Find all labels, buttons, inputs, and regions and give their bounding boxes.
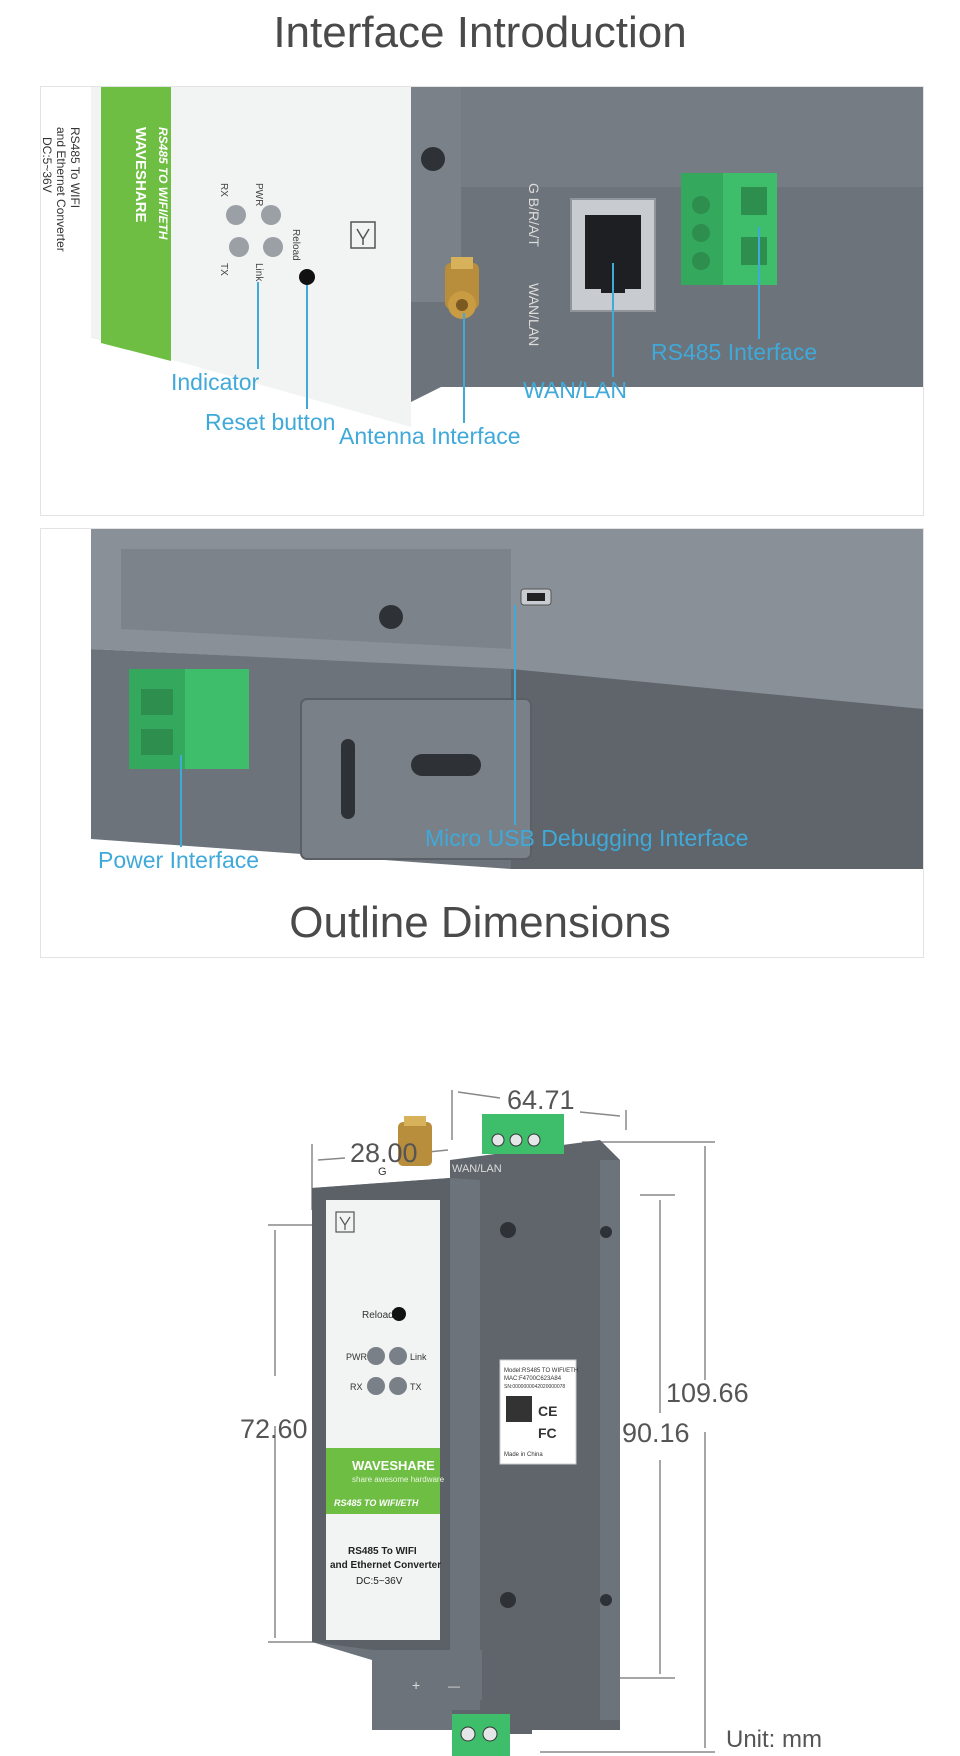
dim-width-side: 28.00 (350, 1138, 418, 1168)
antenna-icon (350, 221, 376, 249)
interface-panel-top: WAVESHARE RS485 TO WIFI/ETH RS485 To WIF… (40, 86, 924, 516)
reload-button (392, 1307, 406, 1321)
label-model: Model:RS485 TO WIFI/ETH (504, 1368, 578, 1374)
screw-hole (421, 147, 445, 171)
device-top-illustration: WAVESHARE RS485 TO WIFI/ETH RS485 To WIF… (41, 87, 923, 427)
g-label: G (378, 1166, 387, 1178)
led-pwr-2 (367, 1347, 385, 1365)
qr-code-icon (506, 1396, 532, 1422)
led-rx (226, 205, 246, 225)
wan-label: WAN/LAN (526, 283, 542, 346)
power-callout: Power Interface (98, 847, 260, 873)
usb-callout: Micro USB Debugging Interface (425, 825, 749, 851)
power-text-2: DC:5~36V (356, 1576, 403, 1587)
pwr-label-2: PWR (346, 1352, 367, 1362)
reset-callout: Reset button (205, 409, 336, 435)
ce-mark-icon: CE (538, 1403, 557, 1419)
led-tx-2 (389, 1377, 407, 1395)
minus-label: — (448, 1679, 460, 1693)
tagline-text: share awesome hardware (352, 1475, 445, 1484)
tx-label: TX (218, 263, 229, 276)
wanlan-callout: WAN/LAN (523, 377, 627, 403)
model-text-2: RS485 TO WIFI/ETH (334, 1498, 419, 1508)
din-rail-clip (300, 698, 532, 860)
link-label-2: Link (410, 1352, 427, 1362)
led-link (263, 237, 283, 257)
power-terminal (129, 669, 249, 769)
sma-connector (445, 257, 479, 319)
desc1-text-2: RS485 To WIFI (348, 1546, 417, 1557)
port-label: G B/R/A/T (526, 183, 542, 247)
brand-strip (101, 87, 171, 361)
brand-block (326, 1448, 440, 1514)
antenna-connector (398, 1116, 432, 1166)
reload-label: Reload (290, 229, 301, 261)
dim-unit: Unit: mm (726, 1726, 822, 1753)
dim-width-top: 64.71 (507, 1085, 575, 1115)
brand-text-2: WAVESHARE (352, 1458, 435, 1473)
led-rx-2 (367, 1377, 385, 1395)
desc2-text-2: and Ethernet Converter (330, 1560, 441, 1571)
led-pwr (261, 205, 281, 225)
top-terminal (482, 1114, 564, 1154)
rs485-callout: RS485 Interface (651, 339, 818, 365)
dim-height-body: 90.16 (622, 1418, 690, 1448)
rx-label: RX (218, 183, 229, 197)
front-face-2 (326, 1200, 440, 1640)
dim-height-front: 72.60 (240, 1414, 308, 1444)
bottom-terminal (452, 1714, 510, 1756)
fc-mark-icon: FC (538, 1425, 557, 1441)
label-made: Made in China (504, 1452, 543, 1458)
label-sn: SN:0000000042020000078 (504, 1384, 565, 1390)
product-label: Model:RS485 TO WIFI/ETH MAC:F4700C623A84… (499, 1359, 578, 1465)
dim-height-total: 109.66 (666, 1378, 749, 1408)
interface-panel-bottom: Power Interface Micro USB Debugging Inte… (40, 528, 924, 958)
brand-text: WAVESHARE (132, 127, 149, 223)
rs485-terminal (681, 173, 777, 285)
antenna-icon-2 (335, 1211, 355, 1233)
reload-label-2: Reload (362, 1310, 394, 1321)
reset-button-hole (299, 269, 315, 285)
desc1-text: RS485 To WIFI (68, 127, 82, 208)
rx-label-2: RX (350, 1382, 363, 1392)
pwr-label: PWR (253, 183, 264, 206)
led-link-2 (389, 1347, 407, 1365)
indicator-callout: Indicator (171, 369, 260, 395)
wan-label-2: WAN/LAN (452, 1163, 502, 1175)
outline-title: Outline Dimensions (289, 898, 671, 947)
label-mac: MAC:F4700C623A84 (504, 1376, 562, 1382)
link-label: Link (253, 263, 264, 282)
interface-title: Interface Introduction (273, 8, 687, 57)
plus-label: + (412, 1677, 420, 1693)
device-bottom-illustration (91, 529, 923, 869)
screw-hole-2 (379, 605, 403, 629)
desc2-text: and Ethernet Converter (54, 127, 68, 252)
antenna-callout: Antenna Interface (339, 423, 521, 449)
dimension-drawing: G WAN/LAN Reload PWR Link RX TX WAVESHAR… (268, 1090, 715, 1756)
model-text: RS485 TO WIFI/ETH (156, 127, 170, 240)
dimension-lines (268, 1090, 715, 1753)
led-tx (229, 237, 249, 257)
tx-label-2: TX (410, 1382, 422, 1392)
power-text: DC:5~36V (41, 137, 54, 193)
